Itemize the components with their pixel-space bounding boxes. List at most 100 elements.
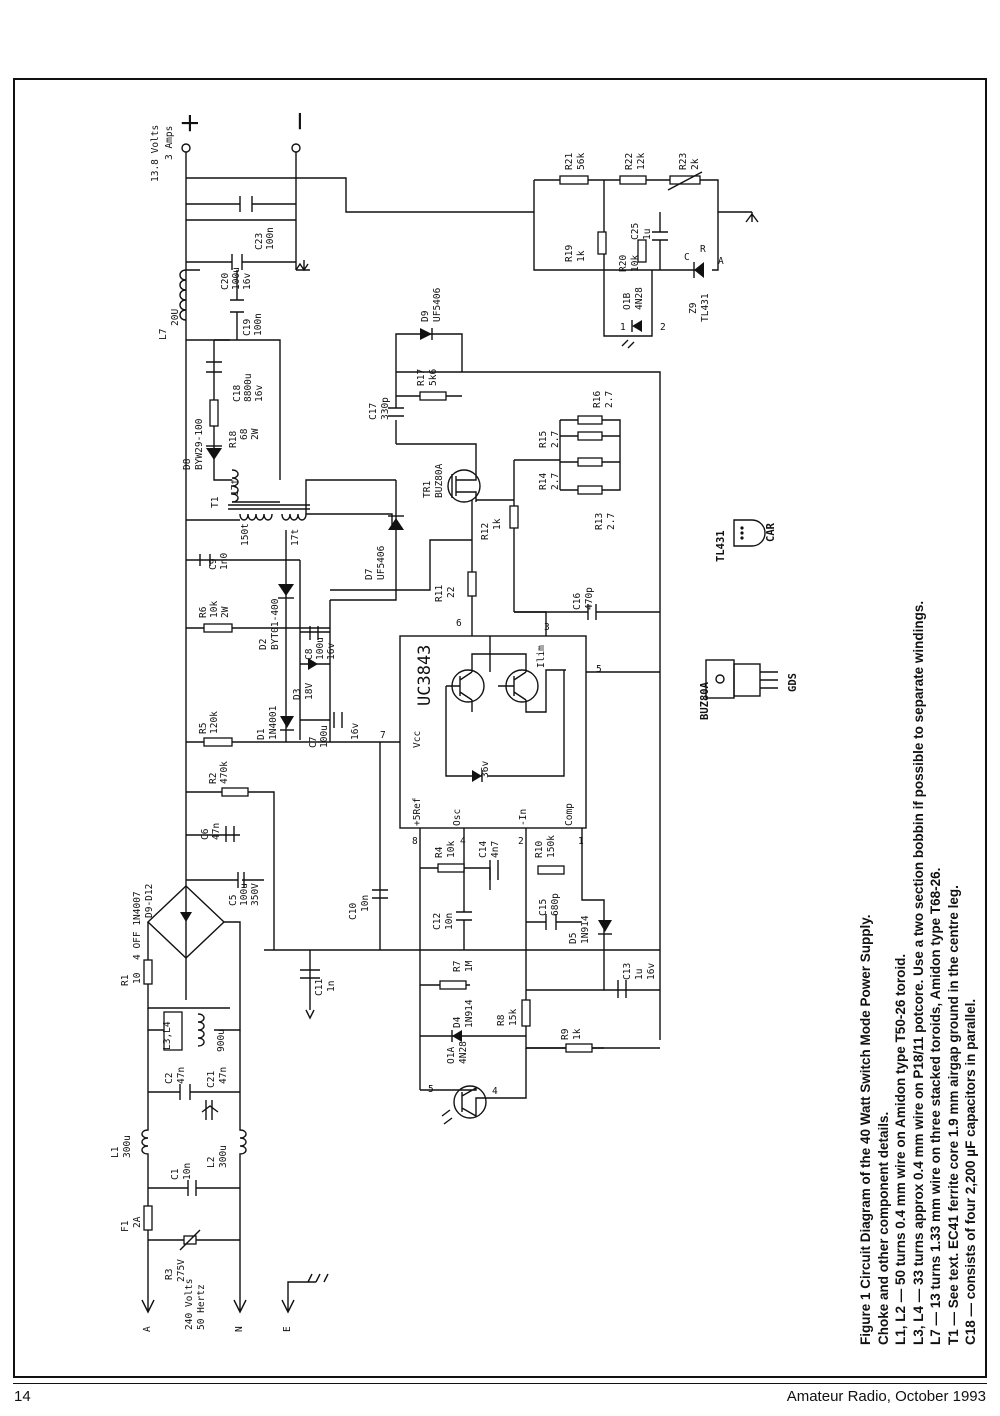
resistor-r2: R2 470k <box>208 761 249 797</box>
schematic-label: R22 <box>624 153 635 170</box>
schematic-label: L1 <box>110 1146 121 1158</box>
schematic-label: 4 <box>492 1086 498 1097</box>
resistor-r11: R11 22 <box>330 500 477 636</box>
schematic-label: 1N914 <box>580 915 591 944</box>
schematic-label: F1 <box>120 1220 131 1232</box>
schematic-label: BYT01-400 <box>270 598 281 650</box>
diode-d8: D8 BYW29-100 <box>182 418 232 481</box>
schematic-label: 100u <box>239 883 250 906</box>
diode-d4: D4 1N914 <box>420 999 526 1042</box>
schematic-label: 1n <box>326 981 337 992</box>
schematic-label: R13 <box>594 513 605 530</box>
cap-c12: C12 10n <box>432 870 472 950</box>
schematic-label: 470k <box>219 761 230 784</box>
schematic-label: 16v <box>350 723 361 740</box>
schematic-label: A <box>718 256 724 267</box>
schematic-label: O1A <box>446 1047 457 1064</box>
cap-c14: C14 4n7 <box>478 841 501 880</box>
schematic-label: 120k <box>209 711 220 734</box>
schematic-label: C11 <box>314 979 325 996</box>
opto-o1a: O1A 4N28 5 4 <box>420 1041 527 1125</box>
caption-line-5: T1 — See text. EC41 ferrite core 1.9 mm … <box>945 885 961 1345</box>
schematic-label: 16v <box>254 385 265 402</box>
schematic-label: 47n <box>218 1067 229 1084</box>
schematic-label: 68 <box>239 428 250 440</box>
schematic-label: C8 <box>304 648 315 660</box>
cap-c13: C13 1u 16v <box>604 963 660 998</box>
schematic-label: 2.7 <box>604 391 615 408</box>
schematic-label: 10n <box>182 1163 193 1180</box>
schematic-label: 275V <box>176 1259 187 1282</box>
schematic-label: 18V <box>304 683 315 700</box>
schematic-label: 10k <box>446 841 457 858</box>
caption-line-3: L3, L4 — 33 turns approx 0.4 mm wire on … <box>910 600 926 1345</box>
inductor-l2: L2 300u <box>206 1100 247 1240</box>
schematic-label: 1N914 <box>464 999 475 1028</box>
schematic-label: 36v <box>480 761 491 778</box>
schematic-label: 300u <box>218 1145 229 1168</box>
output-voltage: 13.8 Volts <box>150 125 161 182</box>
schematic-label: 5 <box>428 1084 434 1095</box>
schematic-label: 100n <box>253 313 264 336</box>
mains-input: A N 240 Volts 50 Hertz E <box>141 1240 329 1332</box>
schematic-label: C20 <box>220 273 231 290</box>
schematic-label: 1u <box>634 969 645 980</box>
schematic-label: A <box>142 1326 153 1332</box>
schematic-label: R16 <box>592 391 603 408</box>
schematic-label: R6 <box>198 606 209 618</box>
schematic-label: 50 Hertz <box>196 1284 207 1330</box>
schematic-label: R21 <box>564 153 575 170</box>
schematic-label: 10n <box>444 913 455 930</box>
schematic-label: R4 <box>434 846 445 858</box>
schematic-label: 17t <box>230 479 241 496</box>
schematic-label: C <box>684 252 690 263</box>
schematic-label: R11 <box>434 585 445 602</box>
schematic-label: 7 <box>380 730 386 741</box>
cap-c19: C19 100n <box>230 270 264 340</box>
resistor-r5: R5 120k <box>198 711 233 747</box>
schematic-label: D9 <box>420 310 431 322</box>
schematic-label: N <box>234 1326 245 1332</box>
schematic-label: R15 <box>538 431 549 448</box>
schematic-label: Vcc <box>412 731 423 748</box>
schematic-label: L3,L4 <box>162 1021 173 1050</box>
schematic-label: D2 <box>258 639 269 650</box>
schematic-label: 10k <box>630 255 641 272</box>
schematic-label: C21 <box>206 1071 217 1088</box>
schematic-label: 680p <box>550 893 561 916</box>
schematic-label: R8 <box>496 1014 507 1026</box>
schematic-label: 16v <box>242 273 253 290</box>
feedback-network: R21 56k R22 12k R23 2k R19 1k R20 10k C2… <box>533 153 759 349</box>
cap-c6: C6 47n <box>200 823 235 842</box>
schematic-label: 1k <box>576 250 587 262</box>
schematic-label: 2.7 <box>550 473 561 490</box>
bridge-rectifier: 4 OFF 1N4007 D9-D12 <box>132 884 241 1009</box>
schematic-label: 1k <box>492 518 503 530</box>
schematic-label: 2 <box>518 836 524 847</box>
schematic-label: C1 <box>170 1168 181 1180</box>
cap-c20: C20 100u 16v <box>186 254 296 290</box>
schematic-label: 10k <box>209 601 220 618</box>
resistor-r8: R8 15k <box>496 999 531 1027</box>
schematic-label: C18 <box>232 385 243 402</box>
caption-line-6: C18 — consists of four 2,200 µF capacito… <box>963 998 978 1345</box>
schematic-label: R17 <box>416 369 427 386</box>
schematic-label: BYW29-100 <box>194 418 205 470</box>
caption-title: Figure 1 Circuit Diagram of the 40 Watt … <box>858 914 873 1345</box>
zener-d3: D3 18V <box>292 658 318 700</box>
diode-d2: D2 BYT01-400 <box>258 530 294 742</box>
cap-c21: C21 47n <box>201 1067 229 1120</box>
schematic-label: O1B <box>622 293 633 310</box>
schematic-label: 2.7 <box>606 513 617 530</box>
schematic-label: 10n <box>360 895 371 912</box>
schematic-label: 240 Volts <box>184 1279 195 1330</box>
schematic-label: R <box>700 244 706 255</box>
schematic-label: +5Ref <box>412 797 423 826</box>
schematic-label: R9 <box>560 1028 571 1040</box>
resistor-r12: R12 1k <box>476 460 519 612</box>
schematic-label: TR1 <box>422 481 433 498</box>
schematic-label: Osc <box>452 809 463 826</box>
schematic-label: 1M <box>464 960 475 972</box>
cap-c2: C2 47n <box>148 1067 240 1100</box>
schematic-label: 2W <box>250 428 261 440</box>
